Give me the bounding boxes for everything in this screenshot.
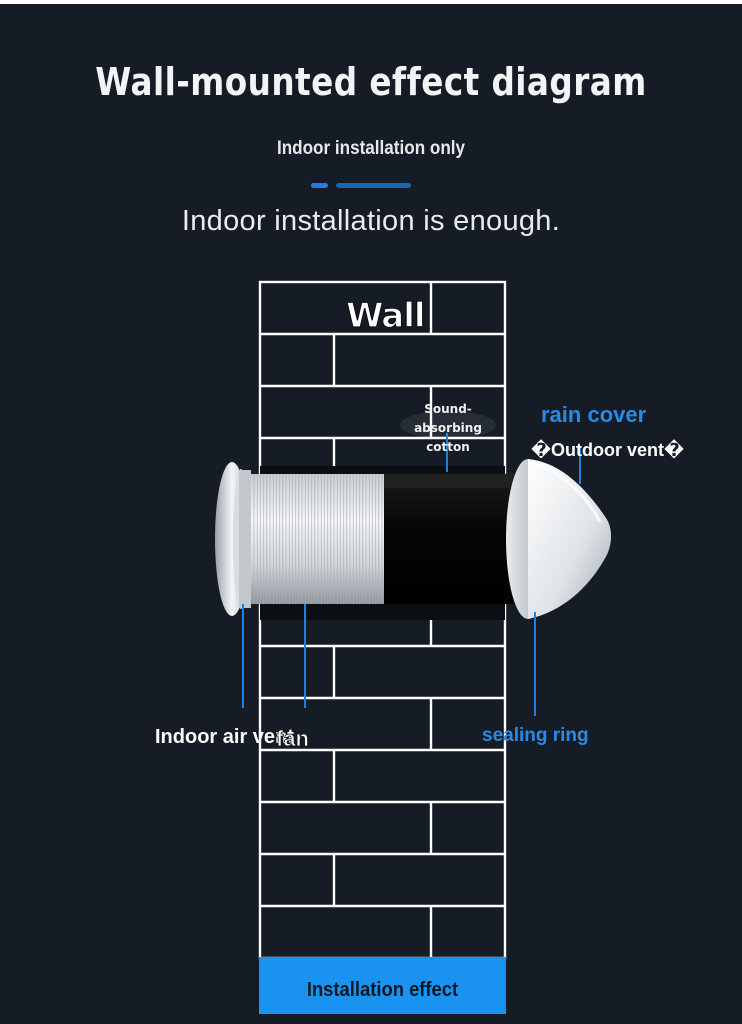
installation-effect-bar xyxy=(259,957,506,1014)
rain-cover-shape xyxy=(528,459,612,619)
divider-line xyxy=(336,183,411,188)
page-title: Wall-mounted effect diagram xyxy=(95,60,647,104)
sealing-ring-label: sealing ring xyxy=(482,725,589,746)
leader-lines xyxy=(242,433,581,716)
outdoor-vent-label: �Outdoor vent� xyxy=(531,440,685,460)
wall-label: Wall xyxy=(345,295,426,336)
page-subtitle: Indoor installation only xyxy=(276,138,466,159)
rain-cover-label: rain cover xyxy=(541,402,647,427)
divider-dot xyxy=(311,183,328,188)
indoor-air-vent-label: Indoor air vent xyxy=(155,726,294,748)
tagline: Indoor installation is enough. xyxy=(181,205,561,237)
sound-absorbing-label: Sound-absorbing cotton xyxy=(414,402,482,454)
fan-label: fan xyxy=(276,726,310,752)
top-border xyxy=(0,0,742,4)
installation-effect-label: Installation effect xyxy=(306,979,459,1001)
